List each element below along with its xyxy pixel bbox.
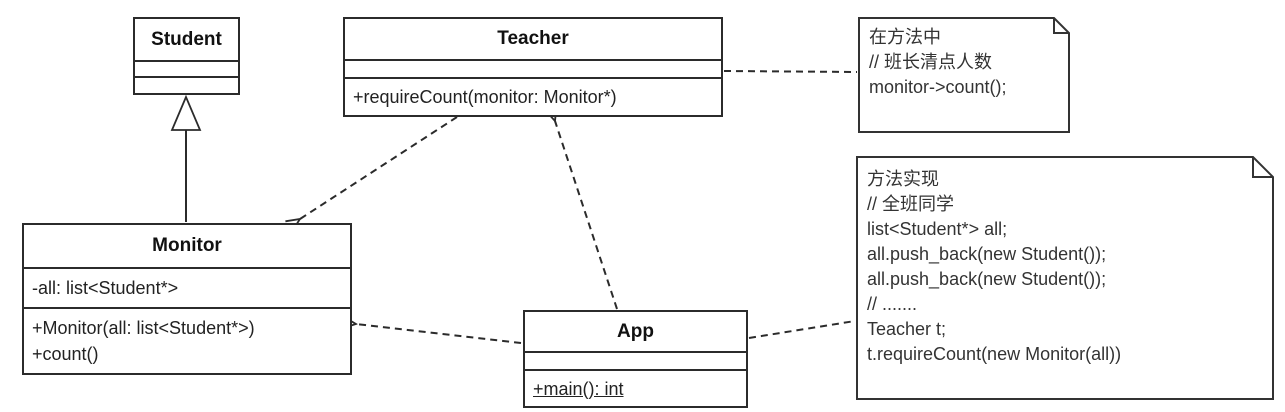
note-teacher: 在方法中 // 班长清点人数 monitor->count(); bbox=[858, 17, 1070, 133]
note-line: 方法实现 bbox=[867, 169, 939, 189]
note-app: 方法实现 // 全班同学 list<Student*> all; all.pus… bbox=[856, 156, 1274, 400]
note-anchor-app bbox=[748, 320, 856, 339]
teacher-operation: +requireCount(monitor: Monitor*) bbox=[353, 87, 617, 107]
class-monitor: Monitor -all: list<Student*> +Monitor(al… bbox=[22, 223, 352, 375]
app-operation: +main(): int bbox=[533, 378, 624, 399]
note-line: list<Student*> all; bbox=[867, 219, 1008, 239]
note-line: // 全班同学 bbox=[867, 194, 955, 214]
note-fold-corner-icon bbox=[1252, 157, 1273, 178]
note-line: t.requireCount(new Monitor(all)) bbox=[867, 344, 1122, 364]
class-student: Student bbox=[133, 17, 240, 95]
class-app-attributes bbox=[525, 353, 746, 371]
note-line: monitor->count(); bbox=[869, 77, 1007, 97]
monitor-operation: +count() bbox=[32, 344, 99, 364]
class-app: App +main(): int bbox=[523, 310, 748, 408]
note-line: Teacher t; bbox=[867, 319, 947, 339]
note-fold-corner-icon bbox=[1053, 18, 1069, 34]
note-line: all.push_back(new Student()); bbox=[867, 244, 1107, 264]
class-teacher: Teacher +requireCount(monitor: Monitor*) bbox=[343, 17, 723, 117]
class-app-operations: +main(): int bbox=[525, 371, 746, 406]
class-teacher-name: Teacher bbox=[345, 19, 721, 61]
note-line: // ....... bbox=[867, 294, 918, 314]
dependency-app-teacher bbox=[555, 121, 618, 310]
class-teacher-attributes bbox=[345, 61, 721, 79]
class-monitor-name: Monitor bbox=[24, 225, 350, 269]
note-app-text: 方法实现 // 全班同学 list<Student*> all; all.pus… bbox=[867, 167, 1121, 367]
note-app-outline bbox=[856, 156, 1274, 400]
class-teacher-operations: +requireCount(monitor: Monitor*) bbox=[345, 79, 721, 115]
class-student-name: Student bbox=[135, 19, 238, 62]
class-student-operations bbox=[135, 78, 238, 93]
note-anchor-teacher bbox=[723, 70, 858, 73]
class-monitor-attributes: -all: list<Student*> bbox=[24, 269, 350, 309]
dependency-teacher-monitor bbox=[300, 116, 458, 219]
class-student-attributes bbox=[135, 62, 238, 78]
generalization-arrowhead bbox=[170, 94, 202, 131]
note-line: // 班长清点人数 bbox=[869, 52, 993, 72]
note-teacher-text: 在方法中 // 班长清点人数 monitor->count(); bbox=[869, 25, 1007, 100]
class-monitor-operations: +Monitor(all: list<Student*>) +count() bbox=[24, 309, 350, 373]
monitor-attribute: -all: list<Student*> bbox=[32, 278, 179, 298]
note-line: all.push_back(new Student()); bbox=[867, 269, 1107, 289]
monitor-operation: +Monitor(all: list<Student*>) bbox=[32, 318, 255, 338]
note-teacher-outline bbox=[858, 17, 1070, 133]
dependency-app-monitor bbox=[356, 324, 522, 344]
note-line: 在方法中 bbox=[869, 27, 941, 47]
class-app-name: App bbox=[525, 312, 746, 353]
